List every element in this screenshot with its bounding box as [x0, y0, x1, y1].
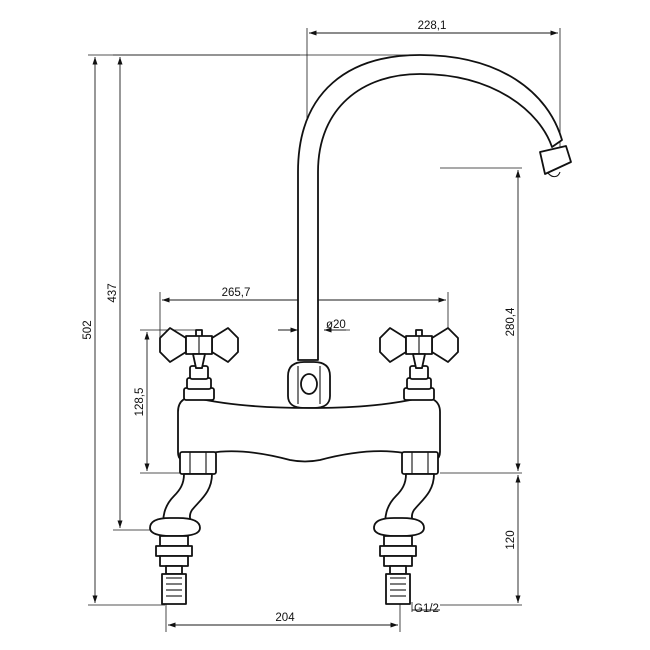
dimension-base-to-body: 120 — [505, 475, 521, 603]
left-shank — [149, 517, 201, 605]
dimension-label: 120 — [505, 530, 517, 549]
right-cross-handle-icon[interactable] — [379, 327, 459, 369]
dimension-spout-reach: 228,1 — [309, 20, 558, 36]
dimension-total-height: 502 — [82, 57, 98, 603]
dimension-label: 437 — [107, 283, 119, 302]
right-shank — [373, 517, 425, 605]
dimension-handle-height: 128,5 — [134, 332, 150, 471]
left-cross-handle-icon[interactable] — [159, 327, 239, 369]
right-union-nut — [401, 451, 439, 475]
dimension-label: 502 — [82, 320, 94, 339]
dimension-label: 280,4 — [505, 307, 517, 336]
dimension-spout-outlet-height: 280,4 — [505, 170, 521, 471]
dimension-label: 228,1 — [418, 20, 447, 32]
bridge-body — [177, 396, 441, 463]
spout-outlet — [539, 145, 572, 175]
left-valve-head — [183, 329, 215, 401]
dimension-label: 204 — [275, 612, 295, 624]
extension-lines — [88, 28, 561, 632]
swan-neck-spout — [297, 54, 572, 361]
dimension-centers: 204 — [168, 612, 398, 628]
dimension-label: G1/2 — [414, 603, 439, 615]
dimension-spout-height: 437 — [107, 57, 123, 528]
left-union-nut — [179, 451, 217, 475]
dimension-label: ø20 — [326, 319, 346, 331]
dimension-thread: G1/2 — [412, 603, 440, 615]
dimension-spout-diameter: ø20 — [278, 319, 350, 333]
dimension-label: 265,7 — [222, 287, 251, 299]
dimension-label: 128,5 — [134, 388, 146, 417]
spout-collar — [287, 361, 331, 409]
